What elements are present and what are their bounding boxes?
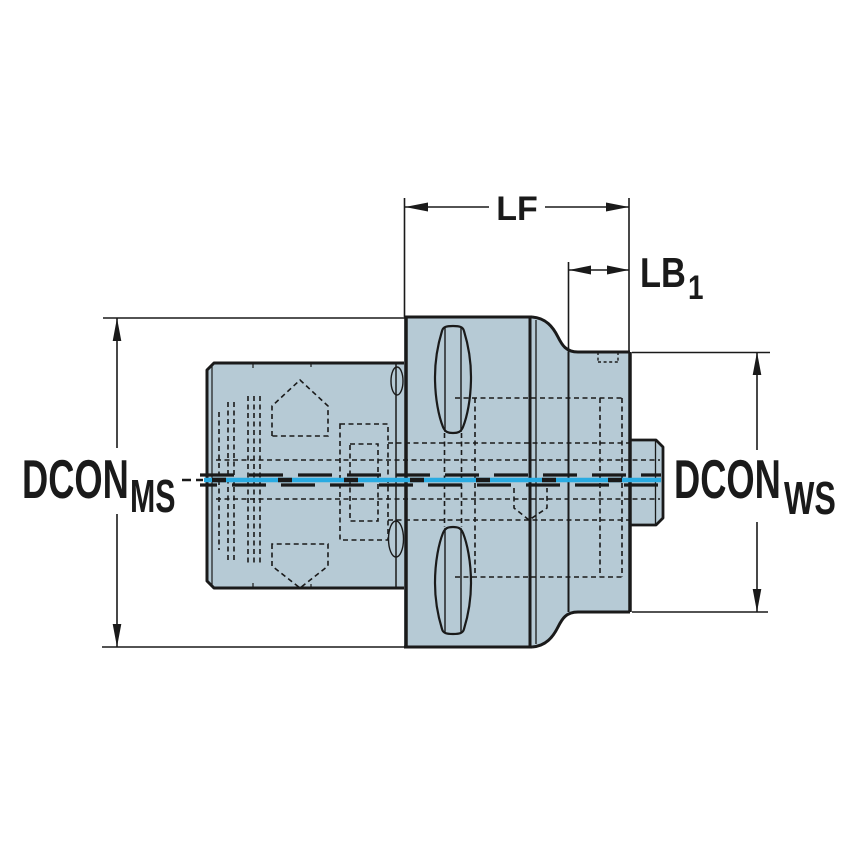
extension-lines [102, 198, 770, 648]
label-dcon-ms: DCON [22, 448, 129, 509]
hidden-rect-inner [349, 443, 379, 522]
dcon-ws-arrow-bottom [752, 589, 762, 612]
drive-slot-top-walls [444, 327, 462, 432]
lb1-arrow-right [607, 265, 629, 275]
label-lb: LB [640, 250, 686, 297]
label-lb-subscript: 1 [688, 268, 704, 306]
dimension-arrows [112, 202, 762, 647]
center-keystone-hidden [513, 488, 548, 521]
dcon-ms-arrow-bottom [112, 624, 122, 647]
coupling-hidden-pentagon-top [271, 378, 329, 437]
coupling-hidden-pentagon-bottom [271, 543, 329, 590]
lb1-arrow-left [569, 265, 591, 275]
dcon-ws-arrow-top [752, 352, 762, 375]
side-slot-ellipse-bottom [387, 520, 405, 558]
centerline [182, 473, 661, 487]
label-lf: LF [496, 190, 538, 228]
lf-arrow-right [606, 202, 629, 212]
bore-hidden-horizontals [216, 397, 660, 578]
dimension-labels: LF LB 1 DCON MS DCON WS [22, 190, 836, 524]
label-dcon-ws: DCON [674, 448, 781, 509]
flange-top-bottom-edges [404, 315, 532, 649]
shoulder-curve-top [531, 315, 630, 354]
label-dcon-ws-subscript: WS [784, 473, 836, 524]
body-edge-ticks [252, 363, 312, 588]
drive-slot-top [433, 324, 473, 435]
dcon-ms-arrow-top [112, 318, 122, 341]
stub-fill [630, 440, 663, 525]
stub-outline [630, 438, 665, 527]
side-slot-ellipse-top [390, 366, 404, 396]
drive-slot-bottom-walls [444, 528, 462, 633]
setscrew-hidden-detail [597, 352, 619, 363]
lf-arrow-left [405, 202, 428, 212]
label-dcon-ms-subscript: MS [130, 472, 176, 523]
shoulder-curve-bottom [531, 610, 630, 649]
drive-slot-bottom [433, 525, 473, 636]
